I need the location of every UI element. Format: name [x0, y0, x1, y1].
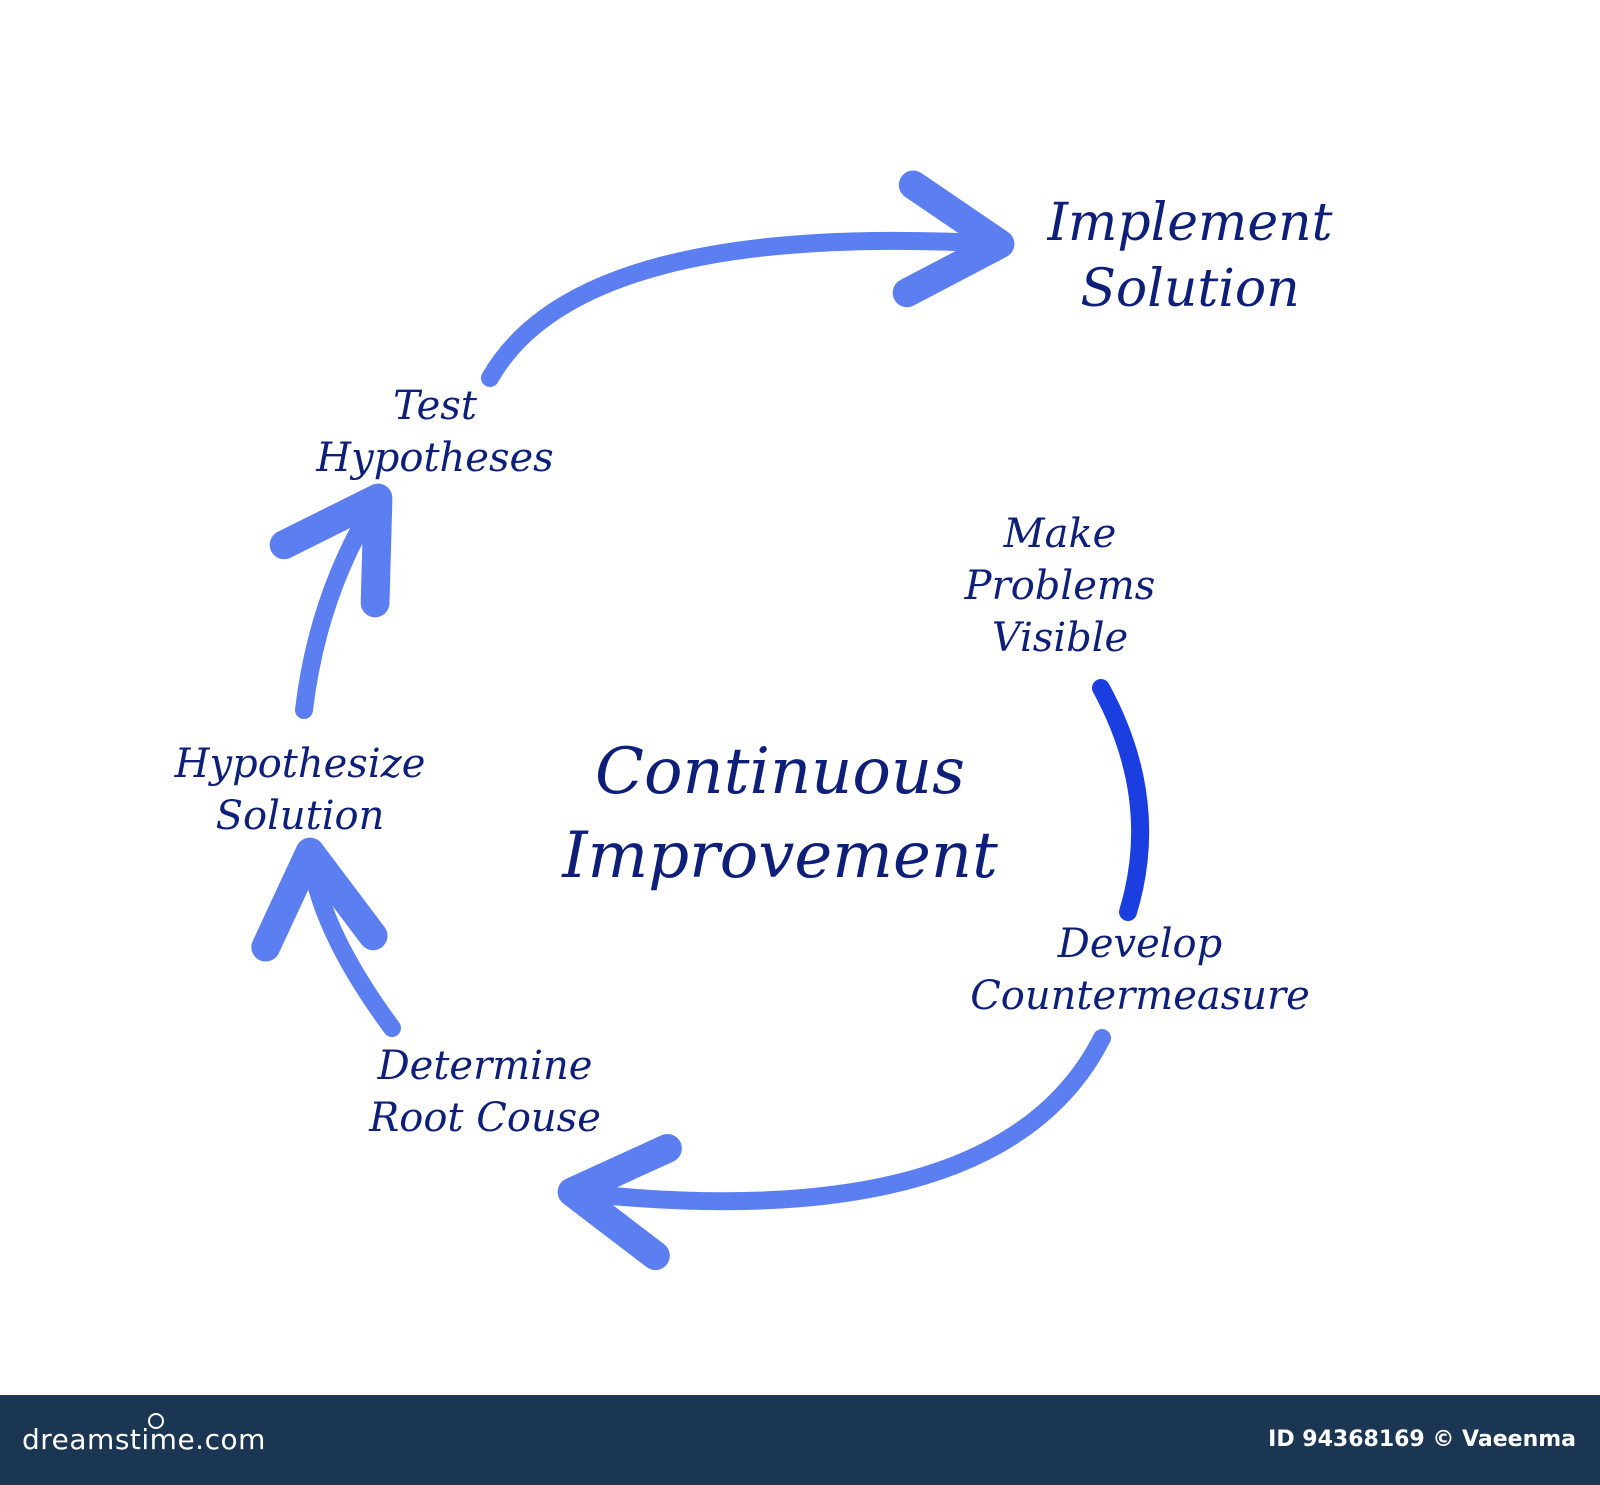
arrow-layer	[251, 170, 1150, 1271]
step-line: Countermeasure	[970, 973, 1310, 1019]
step-line: Make	[1003, 511, 1117, 557]
step-line: Visible	[991, 615, 1129, 661]
step-develop-countermeasure: Develop Countermeasure	[900, 918, 1380, 1022]
title-line: Improvement	[562, 819, 998, 893]
cycle-diagram: Continuous Improvement Make Problems Vis…	[140, 170, 1380, 1271]
arrow-hypothesize-to-test	[269, 483, 393, 719]
step-line: Root Couse	[369, 1095, 601, 1141]
step-line: Test	[393, 383, 477, 429]
step-line: Problems	[964, 563, 1156, 609]
step-determine-root-cause: Determine Root Couse	[330, 1040, 640, 1144]
step-line: Solution	[215, 793, 385, 839]
step-line: Implement	[1047, 193, 1333, 253]
step-make-problems-visible: Make Problems Visible	[930, 508, 1190, 664]
arrow-countermeasure-to-root-cause	[557, 1029, 1111, 1271]
arrow-root-cause-to-hypothesize	[251, 837, 401, 1037]
step-line: Develop	[1057, 921, 1223, 967]
watermark-footer: dreamstime.com ID 94368169 © Vaeenma	[0, 1395, 1600, 1485]
brand-logo-text: dreamstime.com	[22, 1423, 266, 1456]
step-line: Hypotheses	[316, 435, 554, 481]
registered-mark-icon	[148, 1413, 164, 1429]
step-hypothesize-solution: Hypothesize Solution	[140, 738, 460, 842]
arrow-test-to-implement	[481, 170, 1015, 387]
step-implement-solution: Implement Solution	[1010, 190, 1370, 322]
arc-visible-to-countermeasure	[1092, 679, 1150, 921]
step-line: Hypothesize	[174, 741, 426, 787]
image-credit: ID 94368169 © Vaeenma	[1268, 1427, 1576, 1452]
step-line: Determine	[377, 1043, 593, 1089]
step-line: Solution	[1080, 259, 1300, 319]
diagram-title: Continuous Improvement	[460, 730, 1100, 898]
title-line: Continuous	[595, 735, 965, 809]
step-test-hypotheses: Test Hypotheses	[285, 380, 585, 484]
